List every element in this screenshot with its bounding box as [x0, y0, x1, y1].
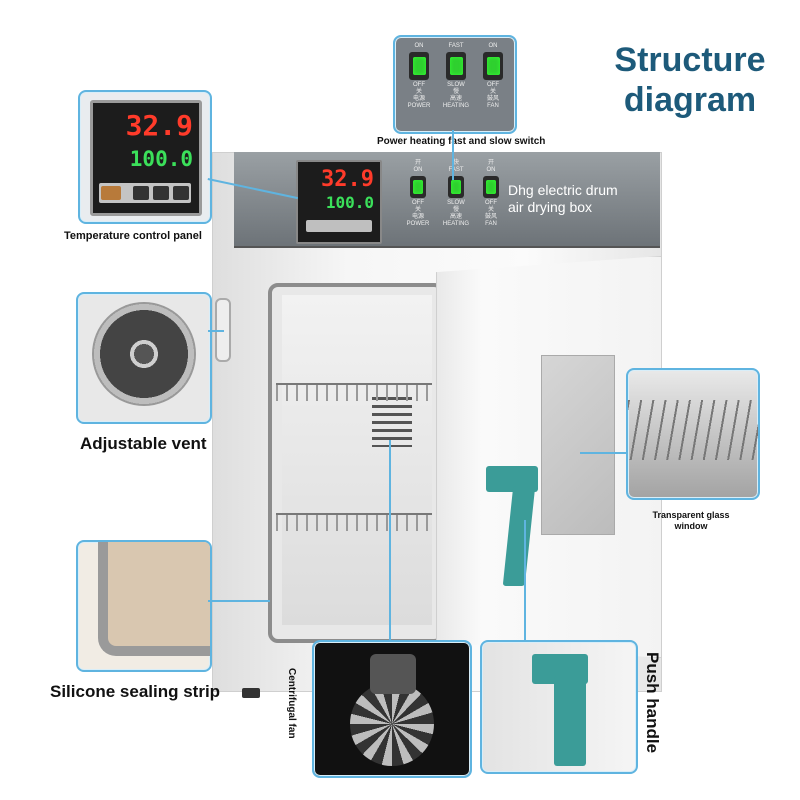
fan-icon — [350, 682, 434, 766]
glass-label-line-2: window — [674, 521, 708, 531]
strip-switch-fan[interactable]: 开 ON OFF 关 鼓风 FAN — [483, 160, 499, 227]
lower-shelf — [276, 513, 432, 531]
switch-callout: ON OFF 关 电源 POWER FAST SLOW 慢 高速 HEATING… — [393, 35, 517, 134]
vent-icon[interactable] — [92, 302, 196, 406]
strip-controller: 32.9 100.0 — [296, 160, 382, 244]
temp-buttons — [99, 183, 191, 203]
chamber-back-wall — [282, 295, 432, 625]
callout-switch-heating[interactable]: FAST SLOW 慢 高速 HEATING — [442, 43, 470, 109]
handle-closeup-grip — [554, 676, 586, 766]
temp-pv-display: 32.9 — [125, 109, 193, 142]
glass-label: Transparent glass window — [636, 510, 746, 532]
strip-pv: 32.9 — [321, 167, 374, 192]
temp-panel-callout: 32.9 100.0 — [78, 90, 212, 224]
seal-callout — [76, 540, 212, 672]
vent-label: Adjustable vent — [80, 434, 207, 453]
oven-chamber — [268, 283, 444, 643]
temp-button-4[interactable] — [173, 186, 189, 200]
handle-label: Push handle — [643, 652, 662, 754]
product-name-line-2: air drying box — [508, 199, 593, 215]
oven-foot-left — [242, 688, 260, 698]
title-line-2: diagram — [623, 81, 757, 119]
fan-label: Centrifugal fan — [286, 668, 297, 739]
strip-switch-power[interactable]: 开 ON OFF 关 电源 POWER — [406, 160, 430, 227]
fan-leader-line — [389, 440, 391, 640]
product-name-line-1: Dhg electric drum — [508, 182, 618, 198]
glass-leader-line — [580, 452, 626, 454]
strip-sv: 100.0 — [325, 193, 374, 212]
temp-panel-label: Temperature control panel — [64, 230, 202, 242]
switch-leader-line — [452, 130, 454, 180]
oven-door[interactable] — [436, 256, 662, 658]
temp-button-2[interactable] — [133, 186, 149, 200]
temp-sv-display: 100.0 — [129, 147, 193, 171]
glass-rack-image — [628, 400, 758, 460]
door-glass-window — [541, 355, 615, 535]
diagram-title: Structure diagram — [585, 40, 795, 120]
handle-leader-line — [524, 520, 526, 640]
strip-switch-heating[interactable]: 快 FAST SLOW 慢 高速 HEATING — [442, 160, 470, 227]
title-line-1: Structure — [614, 41, 766, 79]
seal-label: Silicone sealing strip — [50, 682, 221, 701]
callout-switch-fan[interactable]: ON OFF 关 鼓风 FAN — [479, 43, 507, 110]
fan-motor — [370, 654, 416, 694]
vent-callout — [76, 292, 212, 424]
seal-strip-image — [98, 542, 210, 656]
upper-shelf — [276, 383, 432, 401]
callout-switch-power[interactable]: ON OFF 关 电源 POWER — [407, 43, 431, 109]
temp-button-1[interactable] — [101, 186, 121, 200]
seal-leader-line — [208, 600, 270, 602]
switch-label: Power heating fast and slow switch — [377, 136, 546, 147]
handle-callout — [480, 640, 638, 774]
glass-callout — [626, 368, 760, 500]
temp-button-3[interactable] — [153, 186, 169, 200]
temp-controller: 32.9 100.0 — [90, 100, 202, 216]
glass-label-line-1: Transparent glass — [652, 510, 730, 520]
fan-callout — [312, 640, 472, 778]
air-slots — [372, 397, 412, 447]
vent-leader-line — [208, 330, 224, 332]
product-name: Dhg electric drum air drying box — [508, 182, 618, 216]
strip-buttons — [306, 220, 372, 232]
